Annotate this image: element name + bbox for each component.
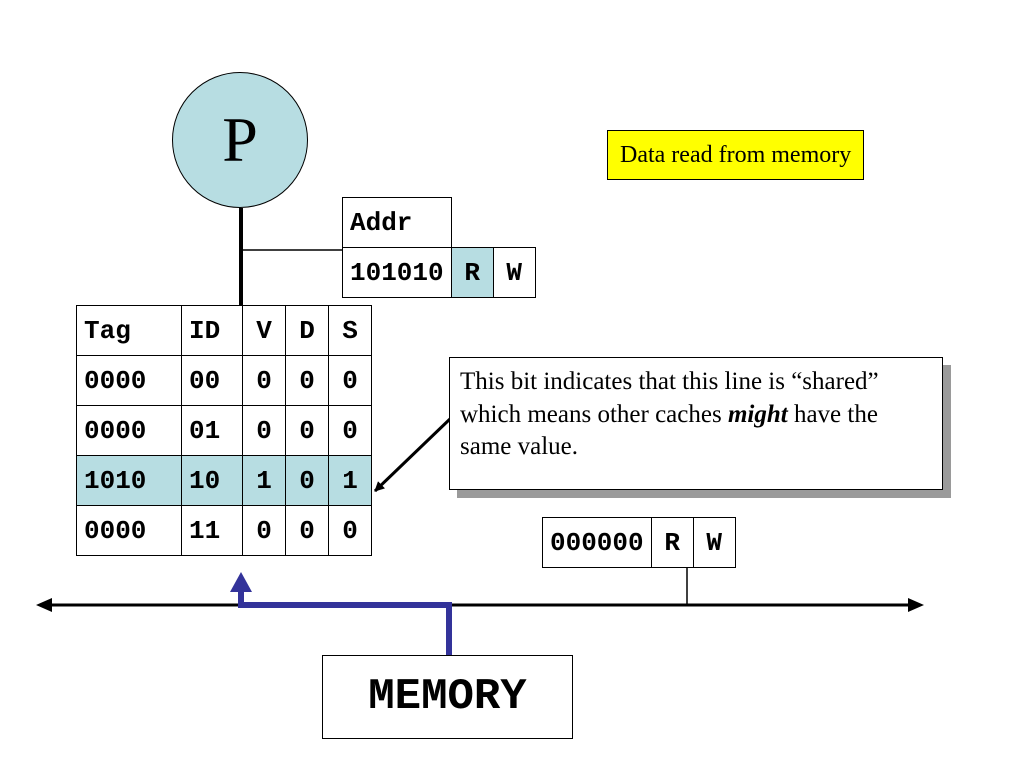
dirty-cell: 0 (285, 405, 329, 456)
callout-emphasis: might (727, 400, 788, 428)
address-value: 101010 (342, 247, 452, 298)
id-cell: 11 (181, 505, 243, 556)
other-write-flag: W (692, 517, 736, 568)
table-row: 0000 11 0 0 0 (76, 505, 372, 556)
callout-text-end: have the same value. (460, 400, 878, 461)
bus-arrow-right-icon (908, 598, 924, 612)
id-cell: 00 (181, 355, 243, 406)
column-header-d: D (285, 305, 329, 356)
tag-cell: 0000 (76, 355, 182, 406)
column-header-tag: Tag (76, 305, 182, 356)
dirty-cell: 0 (285, 505, 329, 556)
table-row-highlighted: 1010 10 1 0 1 (76, 455, 372, 506)
read-flag: R (450, 247, 494, 298)
valid-cell: 1 (242, 455, 286, 506)
other-cache-address-table: 000000 R W (542, 517, 736, 568)
shared-cell: 0 (328, 355, 372, 406)
status-note-text: Data read from memory (620, 141, 852, 168)
shared-cell: 0 (328, 505, 372, 556)
cache-table: Tag ID V D S 0000 00 0 0 0 0000 01 0 0 0… (76, 305, 372, 556)
table-row: 0000 00 0 0 0 (76, 355, 372, 406)
valid-cell: 0 (242, 505, 286, 556)
memory-block: MEMORY (322, 655, 573, 739)
dirty-cell: 0 (285, 455, 329, 506)
column-header-id: ID (181, 305, 243, 356)
dirty-cell: 0 (285, 355, 329, 406)
address-spacer-2 (492, 197, 536, 248)
shared-cell: 1 (328, 455, 372, 506)
processor-node: P (172, 72, 308, 208)
write-flag: W (492, 247, 536, 298)
id-cell: 01 (181, 405, 243, 456)
other-address-value: 000000 (542, 517, 652, 568)
memory-label: MEMORY (368, 672, 527, 722)
data-path-arrow-icon (230, 572, 252, 592)
requesting-address-table: Addr 101010 R W (342, 197, 536, 298)
column-header-v: V (242, 305, 286, 356)
tag-cell: 0000 (76, 405, 182, 456)
bus-arrow-left-icon (36, 598, 52, 612)
processor-label: P (222, 104, 258, 175)
shared-cell: 0 (328, 405, 372, 456)
tag-cell: 1010 (76, 455, 182, 506)
cache-header-row: Tag ID V D S (76, 305, 372, 356)
status-note: Data read from memory (607, 130, 865, 180)
tag-cell: 0000 (76, 505, 182, 556)
memory-data-path (238, 590, 452, 655)
address-header: Addr (342, 197, 452, 248)
address-spacer (450, 197, 494, 248)
callout-text-start: This bit indicates that this line is “sh… (460, 368, 879, 428)
valid-cell: 0 (242, 405, 286, 456)
callout-pointer (373, 416, 453, 493)
other-read-flag: R (650, 517, 694, 568)
column-header-s: S (328, 305, 372, 356)
valid-cell: 0 (242, 355, 286, 406)
id-cell: 10 (181, 455, 243, 506)
shared-bit-callout: This bit indicates that this line is “sh… (449, 357, 943, 490)
table-row: 0000 01 0 0 0 (76, 405, 372, 456)
